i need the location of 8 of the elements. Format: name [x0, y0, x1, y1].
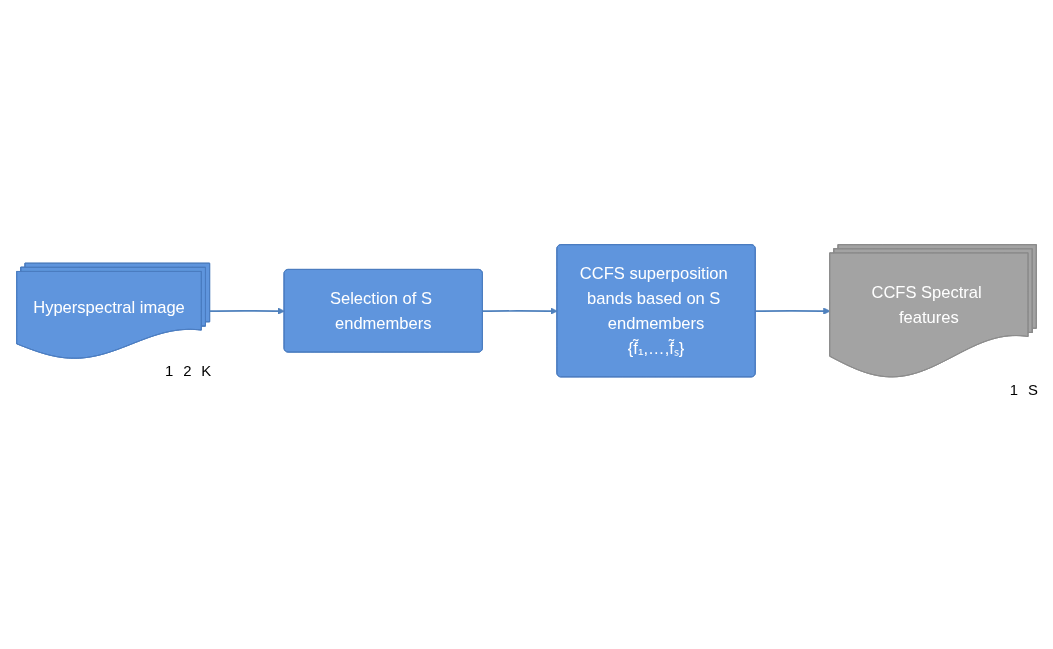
layer-number: K: [201, 363, 212, 380]
layer-number: 1: [165, 363, 174, 380]
layer-number: S: [1028, 381, 1038, 398]
layer-number: 1: [1009, 381, 1019, 398]
arrow: [209, 307, 285, 315]
arrow: [754, 307, 831, 315]
layer-number: 2: [183, 363, 192, 380]
arrow: [482, 307, 558, 315]
